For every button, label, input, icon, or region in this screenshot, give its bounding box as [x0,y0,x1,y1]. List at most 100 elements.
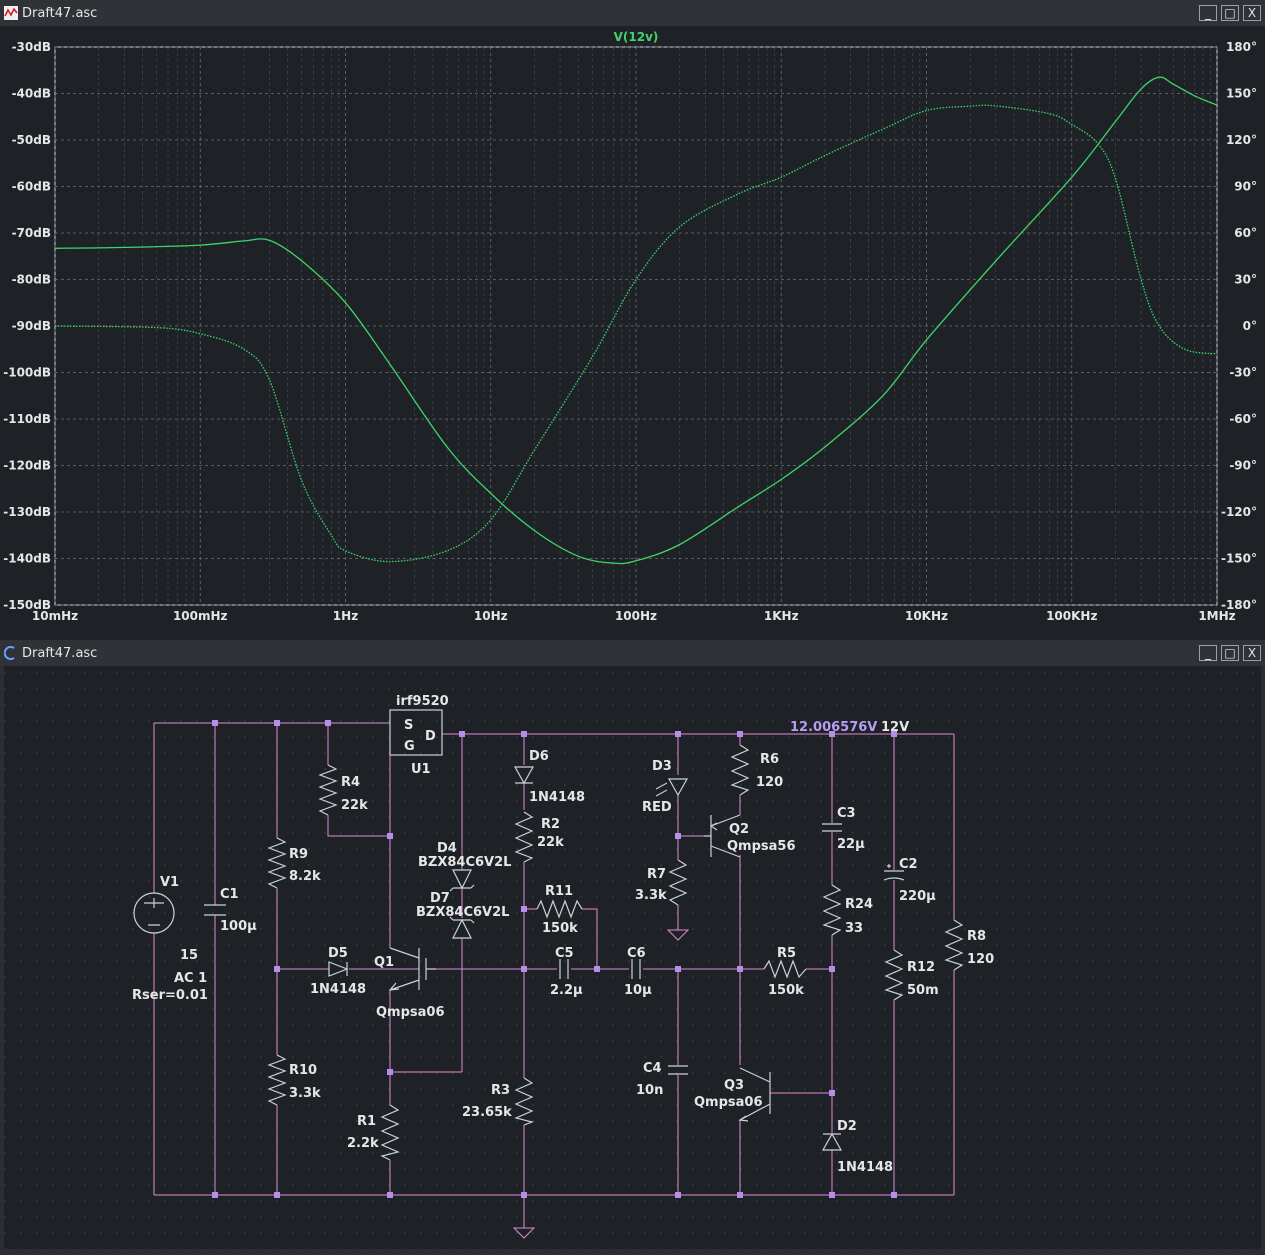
junction-dot [212,1192,218,1198]
junction-dot [274,966,280,972]
value-c1: 100µ [220,919,257,934]
mosfet-u1[interactable] [389,709,443,756]
resistor-r1[interactable] [380,1104,400,1161]
x-tick-label: 100mHz [173,609,228,623]
plot-window-title: Draft47.asc [22,6,98,21]
junction-dot [675,966,681,972]
zener-d7[interactable] [449,916,475,939]
junction-dot [274,720,280,726]
grid-dots [4,666,1261,1249]
junction-dot [387,1192,393,1198]
capacitor-c2[interactable] [883,864,905,881]
plot-window-titlebar[interactable]: Draft47.asc _ □ X [0,0,1265,26]
close-button[interactable]: X [1243,5,1261,21]
transistor-q1[interactable] [388,947,420,991]
resistor-r2[interactable] [514,811,534,863]
value-c6: 10µ [624,983,652,998]
wires [153,722,955,1228]
label-c6: C6 [627,946,646,961]
capacitor-c4[interactable] [668,1065,688,1075]
resistor-r3[interactable] [514,1077,535,1126]
x-tick-label: 10KHz [905,609,948,623]
y2-tick-label: -150° [1221,552,1257,566]
schematic-window-titlebar[interactable]: Draft47.asc _ □ X [0,640,1265,666]
value-r6: 120 [756,775,783,790]
resistor-r5[interactable] [763,959,807,979]
close-button[interactable]: X [1243,645,1261,661]
value-r24: 33 [845,921,863,936]
value-v1: 15 [180,948,198,963]
capacitor-c1[interactable] [204,904,226,916]
y-tick-label: -60dB [12,180,51,194]
junction-dot [737,731,743,737]
schematic-icon [4,646,15,660]
diode-d2[interactable] [821,1132,843,1151]
y-tick-label: -80dB [12,273,51,287]
capacitor-c3[interactable] [822,823,842,832]
minimize-button[interactable]: _ [1199,5,1217,21]
value-r1: 2.2k [347,1136,379,1151]
voltage-source-v1[interactable] [133,892,175,934]
label-r7: R7 [647,867,666,882]
junction-dot [675,731,681,737]
plot-grid [54,46,1218,606]
resistor-r10[interactable] [267,1054,287,1106]
maximize-button[interactable]: □ [1221,5,1239,21]
schematic-window[interactable]: Draft47.asc _ □ X [0,640,1265,1255]
value-r5: 150k [768,983,804,998]
resistor-r24[interactable] [822,884,842,936]
x-tick-label: 100KHz [1046,609,1097,623]
resistor-r9[interactable] [267,837,287,889]
value-c4: 10n [636,1083,663,1098]
minimize-button[interactable]: _ [1199,645,1217,661]
label-q2: Q2 [729,822,749,837]
label-d4: D4 [437,841,457,856]
y2-tick-label: 150° [1226,87,1257,101]
label-r9: R9 [289,847,308,862]
transistor-q2[interactable] [704,814,741,858]
label-q3: Q3 [724,1078,744,1093]
label-d6: D6 [529,749,549,764]
junction-dot [387,833,393,839]
led-d3[interactable] [667,778,689,797]
resistor-r8[interactable] [944,919,964,971]
junction-dot [829,1192,835,1198]
resistor-r11[interactable] [536,899,583,919]
value-d2: 1N4148 [837,1160,893,1175]
resistor-r7[interactable] [668,859,688,906]
y2-tick-label: 60° [1234,226,1257,240]
chart-title: V(12v) [614,30,659,44]
label-r24: R24 [845,897,873,912]
zener-d4[interactable] [449,869,475,892]
capacitor-c6[interactable] [631,959,641,979]
junction-dot [891,731,897,737]
junction-dot [829,966,835,972]
resistor-r6[interactable] [730,744,750,796]
resistor-r4[interactable] [318,764,338,816]
plot-background [0,26,1265,634]
transistor-q3[interactable] [738,1067,771,1122]
resistor-r12[interactable] [884,949,904,1001]
diode-d5[interactable] [328,961,349,977]
label-d7: D7 [430,891,450,906]
maximize-button[interactable]: □ [1221,645,1239,661]
junction-dot [521,906,527,912]
y2-tick-label: 120° [1226,133,1257,147]
diode-d6[interactable] [513,766,535,785]
y2-tick-label: -30° [1229,366,1257,380]
capacitor-c5[interactable] [559,959,569,979]
label-c4: C4 [643,1061,662,1076]
junction-dot [521,1192,527,1198]
y-tick-label: -90dB [12,319,51,333]
y2-tick-label: 180° [1226,40,1257,54]
schematic-canvas[interactable]: V1 15 AC 1 Rser=0.01 C1 100µ R9 8.2k R4 … [4,666,1261,1249]
junction-dot [737,1192,743,1198]
x-tick-label: 100Hz [615,609,657,623]
y2-tick-label: 30° [1234,273,1257,287]
value-r7: 3.3k [635,888,667,903]
v1-rser: Rser=0.01 [132,988,208,1003]
y-tick-label: -130dB [3,505,51,519]
